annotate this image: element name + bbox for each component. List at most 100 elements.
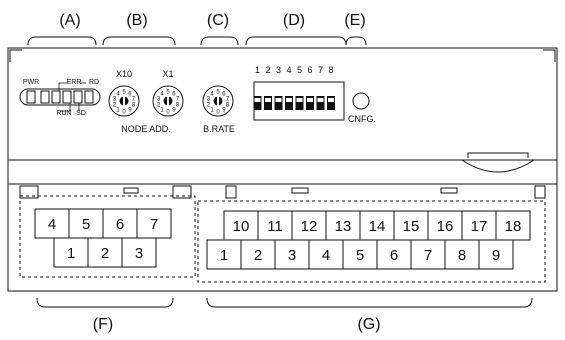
config-button[interactable]	[352, 92, 370, 110]
led-label-pwr: PWR	[23, 79, 39, 86]
terminal-number: 13	[335, 218, 352, 235]
callout-b: (B)	[126, 12, 147, 29]
bracket-b	[102, 36, 176, 46]
terminal-cell	[121, 237, 157, 268]
dip-toggle[interactable]	[295, 96, 304, 110]
led-indicator	[51, 90, 61, 104]
dip-toggle[interactable]	[274, 96, 283, 110]
slot-lip	[467, 152, 529, 158]
dial-digit: 2	[207, 103, 211, 109]
led-indicator	[62, 90, 72, 104]
dial-digit: 9	[222, 108, 226, 114]
dial-digit: 8	[226, 103, 230, 109]
terminal-number: 4	[48, 216, 56, 233]
corner-tr	[543, 49, 556, 62]
dial-digit: 8	[176, 103, 180, 109]
node-address-label: NODE ADD.	[121, 124, 171, 134]
dial-slot	[123, 95, 125, 107]
tab-f-left	[19, 185, 39, 199]
dip-position-number: 4	[286, 65, 291, 75]
dial-digit: 1	[160, 108, 164, 114]
dip-toggle[interactable]	[285, 96, 293, 110]
slot-curve	[461, 159, 535, 173]
dial-digit: 9	[172, 108, 176, 114]
dial-digit: 5	[216, 90, 220, 96]
dip-position-number: 1	[255, 65, 260, 75]
dip-position-number: 3	[276, 65, 281, 75]
dial-digit: 8	[132, 103, 136, 109]
callout-a: (A)	[59, 12, 80, 29]
dial-digit: 3	[157, 96, 161, 102]
dip-toggle[interactable]	[316, 96, 325, 110]
config-label: CNFG.	[348, 114, 376, 124]
dial-digit: 5	[122, 90, 126, 96]
dial-digit: 4	[210, 91, 214, 97]
callout-e: (E)	[344, 12, 365, 29]
dip-toggle[interactable]	[253, 96, 262, 110]
tab-f-right	[172, 185, 192, 199]
dial-ring	[202, 85, 234, 117]
dial-digit: 4	[160, 91, 164, 97]
terminal-number: 1	[220, 247, 228, 264]
terminal-number: 14	[369, 218, 386, 235]
housing-outline	[7, 47, 558, 292]
dial-digit: 0	[216, 110, 220, 116]
bracket-c	[200, 36, 239, 46]
dip-toggle-highlight	[328, 98, 334, 102]
dip-position-number: 8	[328, 65, 333, 75]
dial-digit: 9	[128, 108, 132, 114]
notch-g-2	[440, 187, 458, 194]
callout-c: (C)	[207, 12, 229, 29]
callout-f: (F)	[93, 316, 113, 333]
node-label-x1: X1	[162, 69, 173, 79]
dial-slot	[167, 95, 169, 107]
dip-toggle-highlight	[317, 98, 324, 102]
connector-tabs	[19, 185, 546, 199]
dip-toggle[interactable]	[264, 96, 272, 110]
terminal-number: 4	[322, 247, 330, 264]
terminal-number: 17	[471, 218, 488, 235]
dip-position-number: 5	[297, 65, 302, 75]
terminal-number: 9	[492, 247, 500, 264]
callout-brackets	[27, 36, 533, 308]
led-label-rd: RD	[89, 79, 99, 86]
baud-rate-label: B.RATE	[203, 124, 235, 134]
housing	[7, 47, 558, 292]
terminal-block-g-outline	[197, 200, 546, 283]
dip-toggle[interactable]	[306, 96, 314, 110]
config-group: CNFG.	[348, 92, 376, 124]
terminal-number: 11	[267, 218, 283, 235]
terminal-number: 6	[390, 247, 398, 264]
dip-position-number: 6	[307, 65, 312, 75]
led-label-run: RUN	[56, 110, 71, 117]
dial-digit: 7	[226, 96, 230, 102]
dial-digit: 2	[113, 103, 117, 109]
led-indicator	[84, 90, 94, 104]
dip-toggle[interactable]	[327, 96, 335, 110]
dial-digit: 1	[116, 108, 120, 114]
led-leader-lines	[58, 82, 86, 112]
terminal-number: 12	[301, 218, 318, 235]
bracket-e	[345, 36, 367, 46]
terminal-number: 10	[233, 218, 250, 235]
terminal-number: 6	[116, 216, 124, 233]
led-label-err: ERR	[67, 79, 82, 86]
tab-g-right	[534, 185, 546, 199]
terminal-number: 3	[288, 247, 296, 264]
dial-digit: 3	[207, 96, 211, 102]
dial-digit: 2	[157, 103, 161, 109]
dip-toggle-highlight	[275, 98, 282, 102]
terminal-number: 5	[82, 216, 90, 233]
dial-digit: 7	[132, 96, 136, 102]
dip-toggle-highlight	[265, 98, 271, 102]
dial-digit: 6	[172, 91, 176, 97]
